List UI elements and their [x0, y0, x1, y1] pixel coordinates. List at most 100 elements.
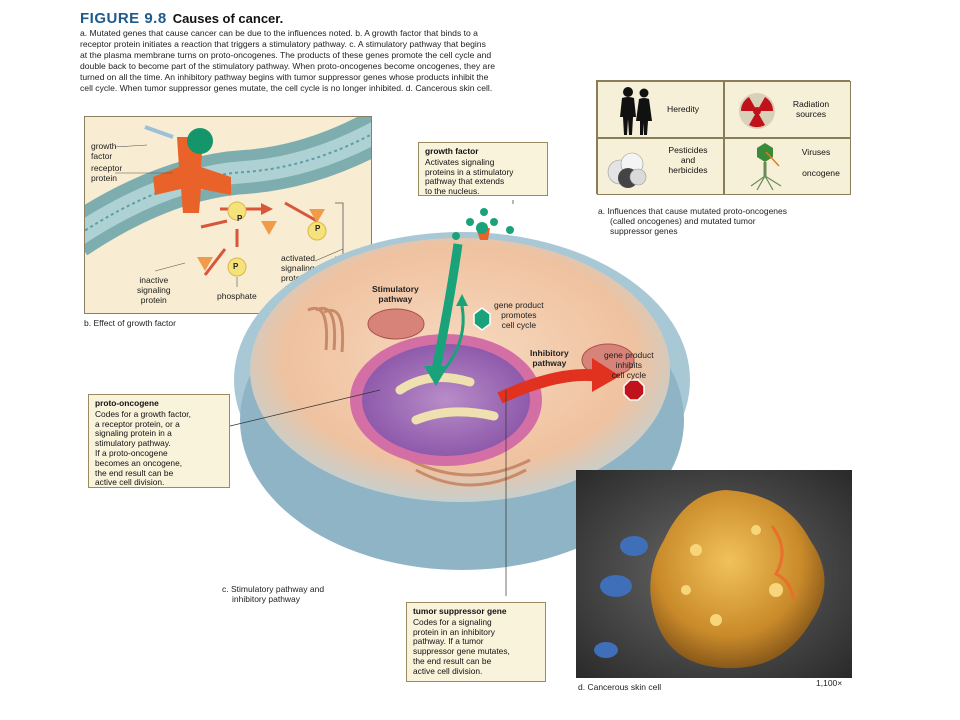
panel-d-cancerous-skin-cell-micrograph	[576, 470, 852, 678]
panel-a-caption-line: a. Influences that cause mutated proto-o…	[598, 206, 788, 216]
gene-product-inhibits-label-line: cell cycle	[611, 370, 647, 380]
growth-factor-callout-line: proteins in a stimulatory	[425, 166, 514, 177]
gene-product-promotes-label-line: cell cycle	[501, 320, 537, 330]
inactive-protein-label: inactive signaling protein	[137, 275, 171, 305]
proto-oncogene-callout-line: stimulatory pathway.	[95, 438, 171, 449]
figure-caption: a. Mutated genes that cause cancer can b…	[80, 28, 580, 94]
caption-line: receptor protein initiates a reaction th…	[80, 39, 486, 49]
pesticides-label-line: Pesticides	[668, 145, 708, 155]
panel-c-caption-line: inhibitory pathway	[232, 594, 301, 604]
figure-title: FIGURE 9.8 Causes of cancer.	[80, 10, 283, 27]
gene-product-promotes-label: gene product promotes cell cycle	[494, 300, 544, 330]
proto-oncogene-callout-line: the end result can be	[95, 467, 174, 478]
inactive-protein-label-line: signaling	[137, 285, 171, 295]
stimulatory-pathway-label-line: Stimulatory	[372, 284, 419, 294]
growth-factor-callout-line: pathway that extends	[425, 176, 505, 187]
caption-line: cell cycle. When tumor suppressor genes …	[80, 83, 493, 93]
inactive-protein-label-line: inactive	[139, 275, 169, 285]
phosphate-label: phosphate	[217, 291, 257, 301]
viruses-label: Viruses	[801, 147, 831, 157]
receptor-protein-label-line: receptor	[91, 163, 123, 173]
growth-factor-label-line: growth	[91, 141, 117, 151]
callout-connectors	[230, 200, 514, 596]
bacteriophage-icon	[750, 143, 782, 191]
oncogene-label: oncogene	[802, 168, 840, 178]
panel-a-caption-line: (called oncogenes) and mutated tumor	[610, 216, 756, 226]
molecule-icon	[607, 152, 647, 188]
caption-line: double back to become part of the stimul…	[80, 61, 495, 71]
proto-oncogene-callout: proto-oncogene Codes for a growth factor…	[88, 394, 230, 488]
radiation-icon	[739, 93, 775, 129]
tumor-suppressor-callout-line: Codes for a signaling	[413, 616, 492, 627]
proto-oncogene-callout-line: active cell division.	[95, 477, 165, 488]
proto-oncogene-callout-line: signaling protein in a	[95, 428, 172, 439]
panel-a-influences-grid: Heredity Radiation sources Pesticides an…	[596, 80, 851, 195]
growth-factor-callout: growth factor Activates signaling protei…	[418, 142, 548, 196]
growth-factor-callout-line: Activates signaling	[425, 156, 495, 167]
panel-b-caption: b. Effect of growth factor	[84, 318, 176, 328]
radiation-label-line: Radiation	[792, 99, 830, 109]
proto-oncogene-callout-title: proto-oncogene	[95, 398, 159, 408]
inhibitory-pathway-label: Inhibitory pathway	[530, 348, 569, 368]
gene-product-promotes-label-line: gene product	[494, 300, 544, 310]
activated-protein-label-line: activated	[281, 253, 316, 263]
pesticides-label-line: and	[680, 155, 696, 165]
tumor-suppressor-callout-line: suppressor gene mutates,	[413, 646, 510, 657]
proto-oncogene-callout-line: becomes an oncogene,	[95, 457, 183, 468]
receptor-protein-label-line: protein	[91, 173, 117, 183]
inhibitory-pathway-label-line: Inhibitory	[530, 348, 569, 358]
growth-factor-label: growth factor	[91, 141, 117, 161]
stimulatory-pathway-label-line: pathway	[378, 294, 413, 304]
radiation-cell: Radiation sources	[724, 81, 851, 138]
activated-protein-label-line: signaling	[281, 263, 315, 273]
figure-number: FIGURE 9.8	[80, 10, 167, 27]
growth-factor-molecules	[452, 208, 514, 240]
tumor-suppressor-callout-line: pathway. If a tumor	[413, 636, 484, 647]
figure-name: Causes of cancer.	[172, 11, 284, 26]
heredity-cell: Heredity	[597, 81, 724, 138]
panel-c-caption-line: c. Stimulatory pathway and	[222, 584, 325, 594]
viruses-cell: Viruses oncogene	[724, 138, 851, 195]
panel-a-caption: a. Influences that cause mutated proto-o…	[598, 206, 858, 236]
gene-product-inhibits-label-line: gene product	[604, 350, 654, 360]
activated-protein-label-line: protein	[281, 273, 307, 283]
caption-line: turned on all the time. An inhibitory pa…	[80, 72, 489, 82]
proto-oncogene-callout-line: If a proto-oncogene	[95, 447, 168, 458]
gene-product-inhibits-label-line: inhibits	[615, 360, 643, 370]
phosphate-p-label: P	[237, 214, 243, 223]
tumor-suppressor-callout-line: protein in an inhibitory	[413, 626, 495, 637]
gene-product-inhibits-label: gene product inhibits cell cycle	[604, 350, 654, 380]
growth-factor-label-line: factor	[91, 151, 113, 161]
proto-oncogene-callout-line: Codes for a growth factor,	[95, 408, 191, 419]
tumor-suppressor-callout-line: active cell division.	[413, 665, 483, 676]
pesticides-label: Pesticides and herbicides	[654, 145, 722, 175]
inactive-protein-label-line: protein	[140, 295, 167, 305]
phosphate-p-label: P	[315, 224, 321, 233]
panel-d-caption: d. Cancerous skin cell	[578, 682, 662, 692]
growth-factor-callout-line: to the nucleus.	[425, 186, 480, 197]
couple-silhouette-icon	[620, 87, 652, 135]
tumor-suppressor-callout-line: the end result can be	[413, 655, 492, 666]
receptor-protein-label: receptor protein	[91, 163, 122, 183]
tumor-suppressor-callout: tumor suppressor gene Codes for a signal…	[406, 602, 546, 682]
tumor-suppressor-callout-title: tumor suppressor gene	[413, 606, 507, 616]
panel-a-caption-line: suppressor genes	[610, 226, 678, 236]
panel-c-caption: c. Stimulatory pathway and inhibitory pa…	[222, 584, 324, 604]
pesticides-label-line: herbicides	[668, 165, 708, 175]
gene-product-promotes-label-line: promotes	[501, 310, 537, 320]
pesticides-cell: Pesticides and herbicides	[597, 138, 724, 195]
proto-oncogene-callout-line: a receptor protein, or a	[95, 418, 180, 429]
heredity-label: Heredity	[667, 104, 699, 114]
panel-c-cell-illustration	[234, 232, 690, 570]
caption-line: at the plasma membrane turns on proto-on…	[80, 50, 492, 60]
growth-factor-callout-title: growth factor	[425, 146, 479, 156]
membrane-illustration	[85, 117, 371, 287]
radiation-label: Radiation sources	[777, 99, 845, 119]
inhibitory-pathway-label-line: pathway	[532, 358, 567, 368]
stimulatory-pathway-label: Stimulatory pathway	[372, 284, 419, 304]
activated-protein-label: activated signaling protein	[281, 253, 315, 283]
phosphate-p-label: P	[233, 262, 239, 271]
radiation-label-line: sources	[795, 109, 827, 119]
caption-line: a. Mutated genes that cause cancer can b…	[80, 28, 478, 38]
magnification-label: 1,100×	[816, 678, 843, 688]
